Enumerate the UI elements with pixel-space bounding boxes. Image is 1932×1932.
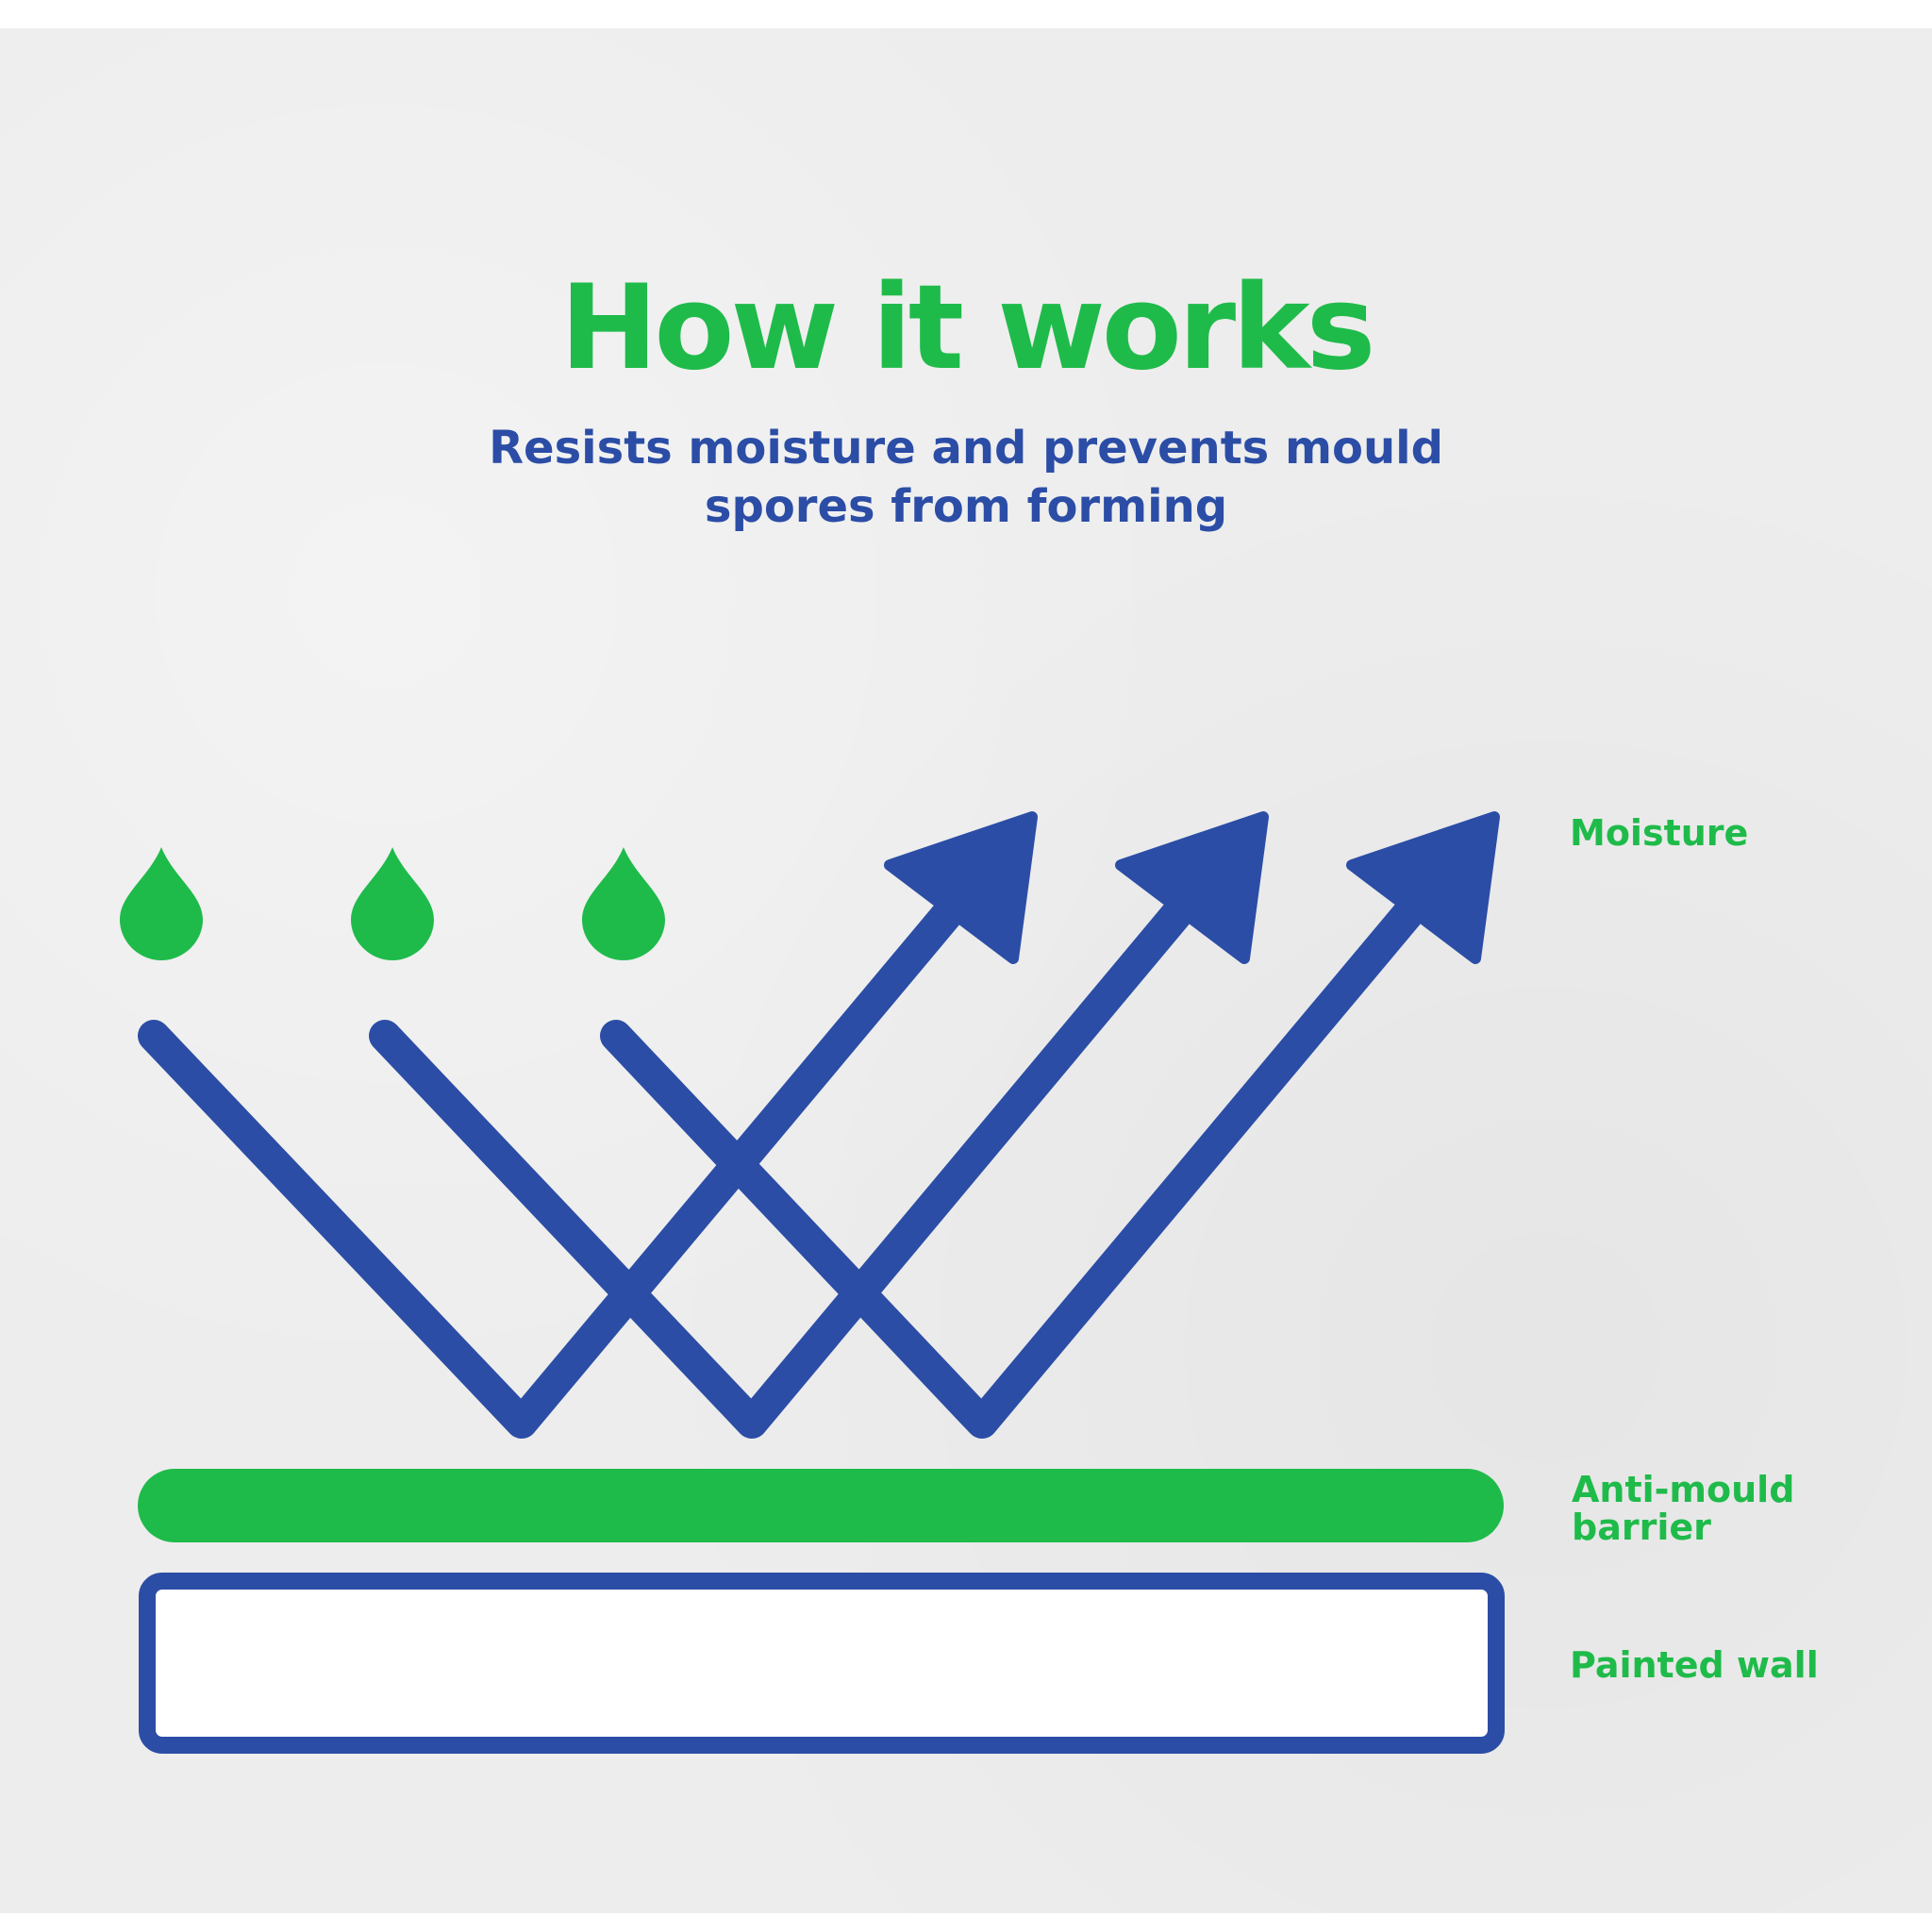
arrow-heads	[884, 811, 1500, 964]
moisture-path-3	[600, 850, 1464, 1439]
arrow-up-right-icon	[1115, 811, 1269, 964]
moisture-paths	[138, 850, 1464, 1439]
subtitle-line-2: spores from forming	[704, 480, 1228, 533]
painted-wall	[139, 1573, 1505, 1754]
wall-label: Painted wall	[1570, 1646, 1819, 1684]
moisture-label: Moisture	[1570, 814, 1748, 852]
barrier-label-line-2: barrier	[1572, 1507, 1711, 1548]
arrow-up-right-icon	[884, 811, 1038, 964]
anti-mould-barrier	[138, 1469, 1504, 1542]
subtitle-line-1: Resists moisture and prevents mould	[489, 422, 1443, 475]
water-drops	[120, 847, 665, 960]
moisture-path-1	[138, 850, 1004, 1439]
moisture-label-text: Moisture	[1570, 812, 1749, 854]
water-drop-icon	[582, 847, 665, 960]
page-title: How it works	[559, 260, 1376, 396]
water-drop-icon	[351, 847, 434, 960]
barrier-label-line-1: Anti-mould	[1572, 1469, 1795, 1510]
arrow-up-right-icon	[1346, 811, 1500, 964]
moisture-path-2	[369, 850, 1233, 1439]
water-drop-icon	[120, 847, 203, 960]
barrier-label: Anti-mould barrier	[1572, 1471, 1794, 1546]
page-subtitle: Resists moisture and prevents mould spor…	[400, 419, 1532, 536]
wall-label-text: Painted wall	[1570, 1644, 1819, 1686]
